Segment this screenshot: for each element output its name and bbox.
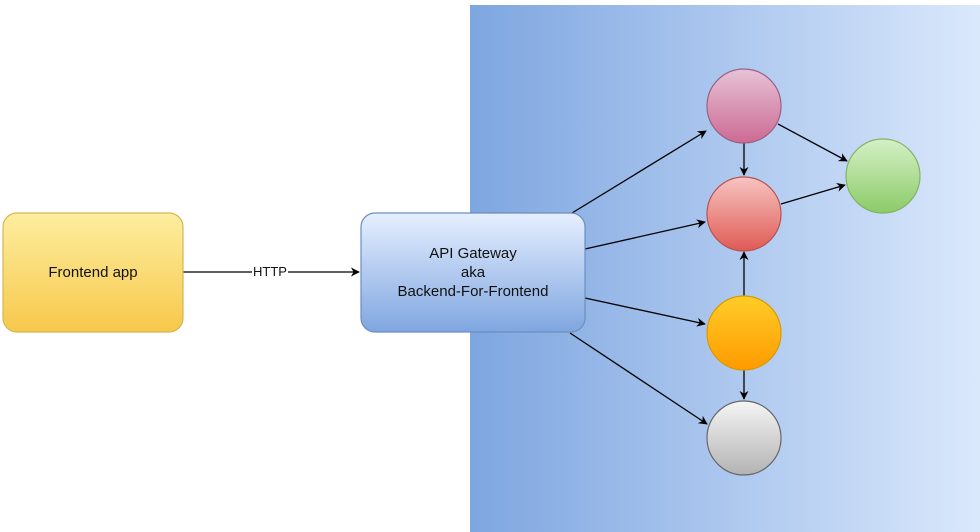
service-pink-node [706,68,782,144]
edge-gateway-to-pink [571,130,707,214]
edges [183,123,848,425]
service-red-node [706,176,782,252]
frontend-app-box [2,212,184,333]
http-edge-label: HTTP [252,264,288,279]
edge-gateway-to-gray [569,332,708,425]
api-gateway-box [360,212,586,333]
edge-gateway-to-red [584,219,706,250]
service-green-node [845,138,921,214]
edge-gateway-to-orange [584,297,706,327]
service-gray-node [706,400,782,476]
edge-red-to-green [780,182,846,205]
service-orange-node [706,295,782,371]
edge-pink-to-green [777,123,848,162]
